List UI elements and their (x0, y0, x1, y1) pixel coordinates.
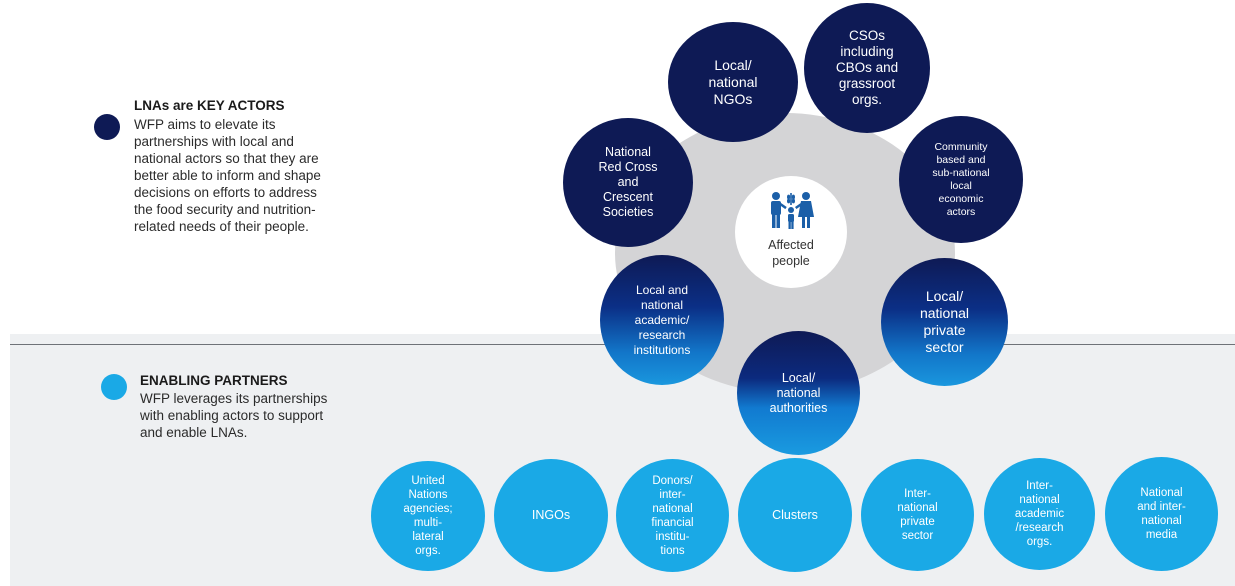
node-label: Community based and sub-national local e… (932, 140, 990, 218)
node-label: Local and national academic/ research in… (633, 282, 691, 357)
node-label: National and inter- national media (1137, 487, 1186, 541)
node-un-agencies: United Nations agencies; multi- lateral … (371, 461, 485, 571)
node-label: National Red Cross and Crescent Societie… (598, 145, 658, 219)
node-label: INGOs (531, 508, 571, 522)
node-community-based: Community based and sub-national local e… (899, 116, 1023, 243)
node-intl-academic: Inter- national academic /research orgs. (984, 458, 1095, 570)
node-intl-private: Inter- national private sector (861, 459, 974, 571)
node-label: CSOs including CBOs and grassroot orgs. (835, 28, 899, 107)
node-label: Donors/ inter- national financial instit… (651, 474, 694, 557)
node-label: Local/ national NGOs (708, 56, 758, 107)
key-actors-text: WFP aims to elevate its partnerships wit… (134, 117, 321, 234)
node-ingos: INGOs (494, 459, 608, 572)
enabling-partners-text: WFP leverages its partnerships with enab… (140, 391, 328, 440)
family-icon (771, 192, 814, 229)
key-actors-title: LNAs are KEY ACTORS (134, 98, 285, 113)
node-clusters: Clusters (738, 458, 852, 572)
node-authorities: Local/ national authorities (737, 331, 860, 455)
node-red-cross: National Red Cross and Crescent Societie… (563, 118, 693, 247)
node-label: Inter- national academic /research orgs. (1014, 480, 1065, 548)
node-label: Local/ national private sector (919, 288, 970, 355)
affected-people-circle: Affected people (735, 176, 847, 288)
node-label: Clusters (772, 507, 818, 522)
node-private-sector: Local/ national private sector (881, 258, 1008, 386)
node-label: Local/ national authorities (769, 370, 828, 415)
enabling-partners-title: ENABLING PARTNERS (140, 373, 288, 388)
node-donors: Donors/ inter- national financial instit… (616, 459, 729, 572)
key-actors-dot (94, 114, 120, 140)
node-label: United Nations agencies; multi- lateral … (403, 475, 453, 557)
enabling-partners-dot (101, 374, 127, 400)
node-label: Inter- national private sector (897, 488, 938, 542)
node-media: National and inter- national media (1105, 457, 1218, 571)
node-local-national-ngos: Local/ national NGOs (668, 22, 798, 142)
node-academic: Local and national academic/ research in… (600, 255, 724, 385)
affected-people-label: Affected people (768, 238, 814, 268)
node-csos: CSOs including CBOs and grassroot orgs. (804, 3, 930, 133)
